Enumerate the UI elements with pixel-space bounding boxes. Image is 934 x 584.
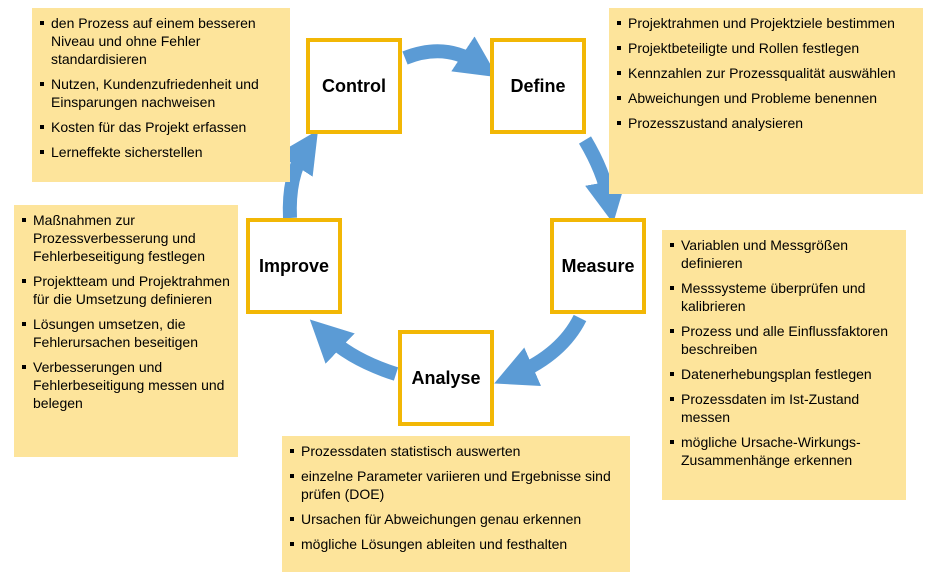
list-item: mögliche Ursache-Wirkungs-Zusammenhänge … (670, 433, 898, 469)
control-notes: den Prozess auf einem besseren Niveau un… (32, 8, 290, 182)
list-item: mögliche Lösungen ableiten und festhalte… (290, 535, 622, 553)
phase-measure: Measure (550, 218, 646, 314)
analyse-notes: Prozessdaten statistisch auswerten einze… (282, 436, 630, 572)
list-item: Verbesserungen und Fehlerbeseitigung mes… (22, 358, 230, 412)
list-item: Kennzahlen zur Prozessqualität auswählen (617, 64, 915, 82)
arrow-improve-to-control (277, 130, 319, 219)
list-item: den Prozess auf einem besseren Niveau un… (40, 14, 282, 68)
list-item: Kosten für das Projekt erfassen (40, 118, 282, 136)
list-item: Lerneffekte sicherstellen (40, 143, 282, 161)
measure-notes: Variablen und Messgrößen definieren Mess… (662, 230, 906, 500)
list-item: Abweichungen und Probleme benennen (617, 89, 915, 107)
phase-control: Control (306, 38, 402, 134)
list-item: Prozess und alle Einflussfaktoren beschr… (670, 322, 898, 358)
arrow-measure-to-analyse (494, 314, 587, 386)
list-item: Prozessdaten statistisch auswerten (290, 442, 622, 460)
phase-define: Define (490, 38, 586, 134)
list-item: Nutzen, Kundenzufriedenheit und Einsparu… (40, 75, 282, 111)
list-item: Variablen und Messgrößen definieren (670, 236, 898, 272)
phase-analyse: Analyse (398, 330, 494, 426)
list-item: Maßnahmen zur Prozessverbesserung und Fe… (22, 211, 230, 265)
list-item: Lösungen umsetzen, die Fehlerursachen be… (22, 315, 230, 351)
list-item: Projektrahmen und Projektziele bestimmen (617, 14, 915, 32)
list-item: Ursachen für Abweichungen genau erkennen (290, 510, 622, 528)
list-item: Projektbeteiligte und Rollen festlegen (617, 39, 915, 57)
list-item: Messsysteme überprüfen und kalibrieren (670, 279, 898, 315)
arrow-define-to-measure (578, 136, 627, 224)
list-item: Projektteam und Projektrahmen für die Um… (22, 272, 230, 308)
phase-improve-label: Improve (258, 255, 330, 276)
arrow-analyse-to-improve (309, 319, 399, 381)
list-item: Prozesszustand analysieren (617, 114, 915, 132)
phase-analyse-label: Analyse (411, 367, 481, 388)
phase-improve: Improve (246, 218, 342, 314)
list-item: einzelne Parameter variieren und Ergebni… (290, 467, 622, 503)
arrow-control-to-define (402, 36, 498, 78)
improve-notes: Maßnahmen zur Prozessverbesserung und Fe… (14, 205, 238, 457)
phase-measure-label: Measure (561, 255, 635, 276)
list-item: Datenerhebungsplan festlegen (670, 365, 898, 383)
phase-define-label: Define (510, 75, 566, 96)
phase-control-label: Control (322, 75, 386, 96)
define-notes: Projektrahmen und Projektziele bestimmen… (609, 8, 923, 194)
list-item: Prozessdaten im Ist-Zustand messen (670, 390, 898, 426)
